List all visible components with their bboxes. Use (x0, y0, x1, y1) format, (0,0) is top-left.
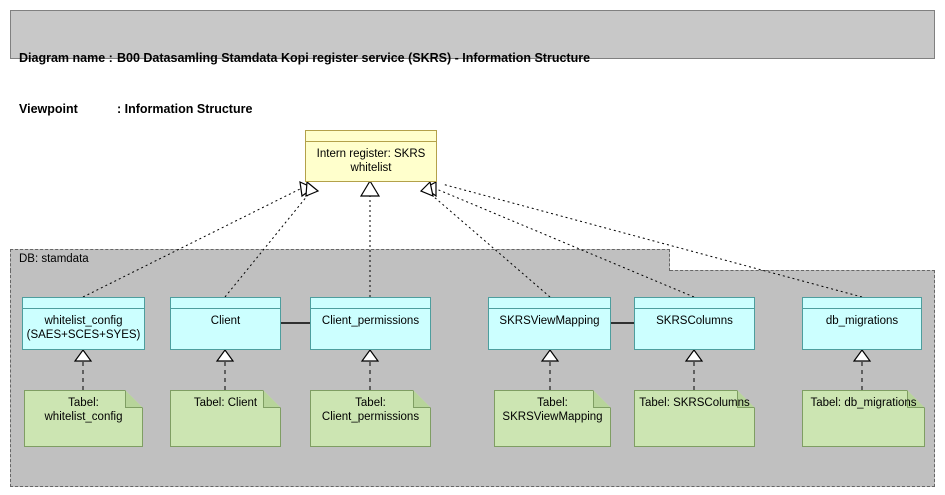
viewpoint-value: : Information Structure (117, 102, 253, 116)
table-note-client-permissions[interactable]: Tabel: Client_permissions (310, 390, 431, 447)
table-note-label: Tabel: SKRSColumns (639, 397, 750, 409)
entity-label: Client (171, 309, 280, 349)
diagram-name-label: Diagram name : (19, 51, 113, 65)
entity-label: SKRSViewMapping (489, 309, 610, 349)
entity-header-band (635, 298, 754, 309)
table-note-whitelist-config[interactable]: Tabel: whitelist_config (24, 390, 143, 447)
entity-db-migrations[interactable]: db_migrations (802, 297, 922, 350)
table-note-db-migrations[interactable]: Tabel: db_migrations (802, 390, 925, 447)
realization-arrow-left-a (299, 180, 315, 198)
table-note-skrscolumns[interactable]: Tabel: SKRSColumns (634, 390, 755, 447)
table-note-label: Tabel: Client (193, 397, 258, 409)
group-db-stamdata-tab: DB: stamdata (10, 249, 670, 271)
table-note-skrsviewmapping[interactable]: Tabel: SKRSViewMapping (494, 390, 611, 447)
entity-label: SKRSColumns (635, 309, 754, 349)
table-note-label: Tabel: Client_permissions (321, 397, 420, 423)
diagram-name-value: B00 Datasamling Stamdata Kopi register s… (117, 51, 591, 65)
diagram-name-line: Diagram name : B00 Datasamling Stamdata K… (19, 50, 934, 67)
realization-arrow-right-b (419, 180, 434, 197)
note-shape (634, 390, 755, 447)
group-db-stamdata-label: DB: stamdata (19, 253, 89, 265)
entity-header-band (171, 298, 280, 309)
note-shape (310, 390, 431, 447)
entity-skrsviewmapping[interactable]: SKRSViewMapping (488, 297, 611, 350)
note-shape (802, 390, 925, 447)
entity-header-band (803, 298, 921, 309)
table-note-client[interactable]: Tabel: Client (170, 390, 281, 447)
note-shape (494, 390, 611, 447)
entity-client-permissions[interactable]: Client_permissions (310, 297, 431, 350)
realization-arrow-center (359, 179, 381, 197)
realization-arrow-right-a (423, 180, 437, 198)
group-db-stamdata-topline (670, 270, 935, 271)
register-label: Intern register: SKRS whitelist (306, 142, 436, 181)
viewpoint-line: Viewpoint : Information Structure (19, 101, 934, 118)
entity-header-band (489, 298, 610, 309)
table-note-label: Tabel: db_migrations (810, 397, 917, 409)
realization-arrow-left-b (305, 180, 320, 197)
entity-label: whitelist_config (SAES+SCES+SYES) (23, 309, 144, 349)
note-shape (24, 390, 143, 447)
entity-whitelist-config[interactable]: whitelist_config (SAES+SCES+SYES) (22, 297, 145, 350)
entity-header-band (311, 298, 430, 309)
viewpoint-label: Viewpoint (19, 102, 78, 116)
note-shape (170, 390, 281, 447)
entity-label: Client_permissions (311, 309, 430, 349)
entity-client[interactable]: Client (170, 297, 281, 350)
register-header-band (306, 131, 436, 142)
diagram-title-banner: Diagram name : B00 Datasamling Stamdata K… (10, 10, 935, 116)
object-intern-register-skrs-whitelist[interactable]: Intern register: SKRS whitelist (305, 130, 437, 182)
group-db-stamdata-body (10, 270, 935, 487)
entity-skrscolumns[interactable]: SKRSColumns (634, 297, 755, 350)
table-note-label: Tabel: whitelist_config (44, 397, 123, 423)
entity-header-band (23, 298, 144, 309)
entity-label: db_migrations (803, 309, 921, 349)
table-note-label: Tabel: SKRSViewMapping (502, 397, 603, 423)
